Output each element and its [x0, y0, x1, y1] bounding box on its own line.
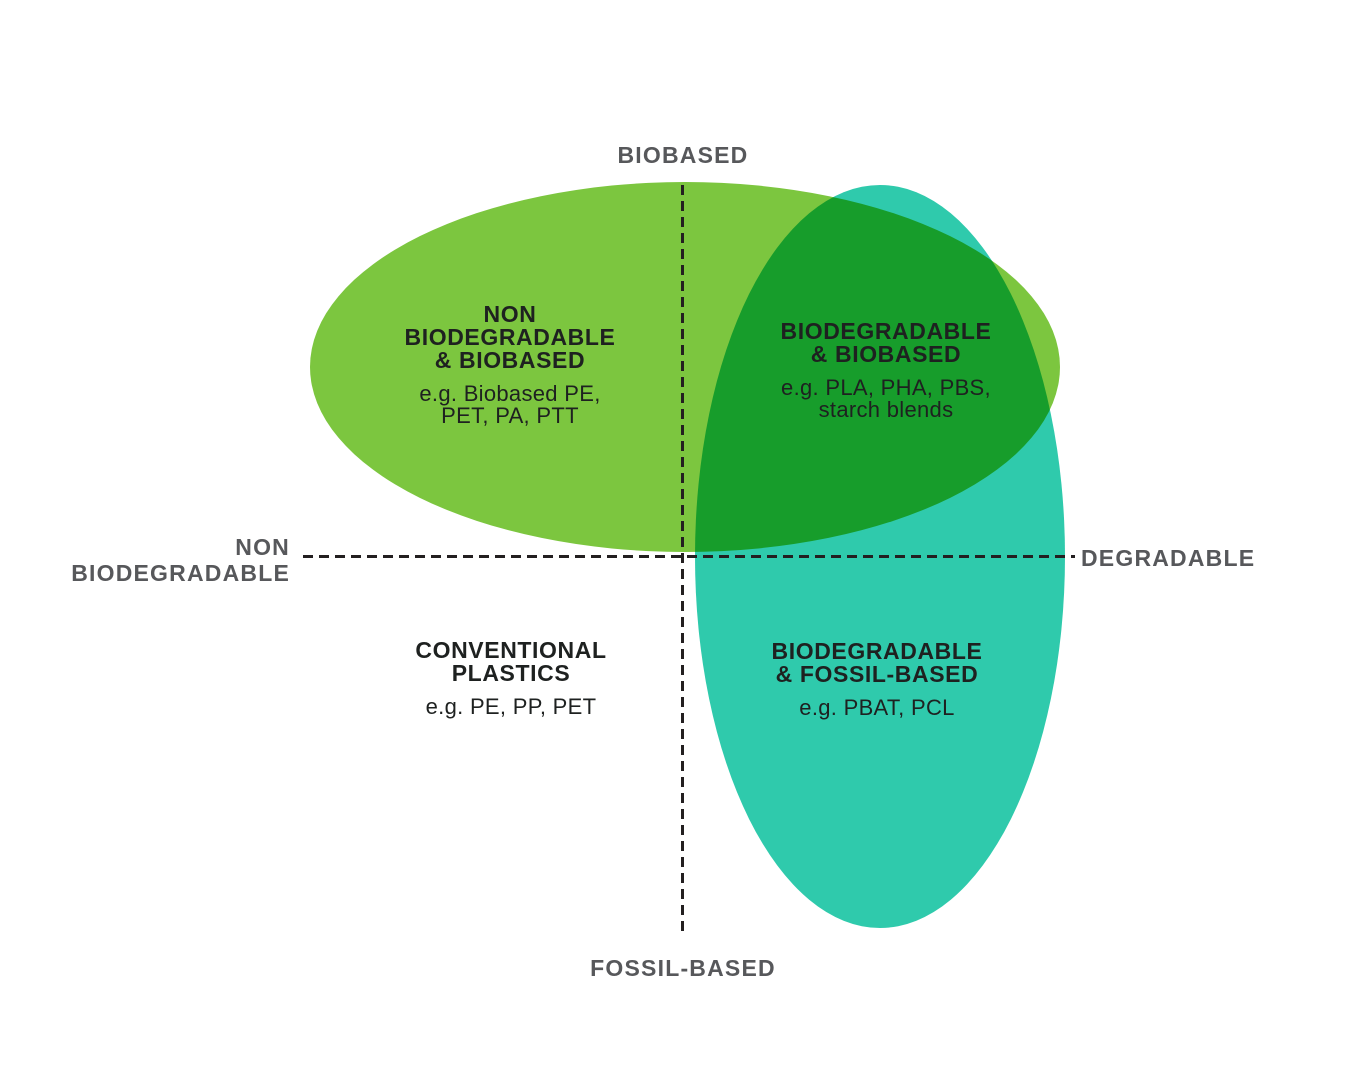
region-title: CONVENTIONAL PLASTICS [415, 639, 606, 685]
region-example-line: e.g. PBAT, PCL [799, 695, 955, 720]
region-title-line: PLASTICS [451, 660, 571, 686]
region-biodegradable-fossil-based: BIODEGRADABLE & FOSSIL-BASED e.g. PBAT, … [772, 640, 983, 719]
vertical-axis-dashed-line [681, 185, 684, 937]
region-title: BIODEGRADABLE & BIOBASED [781, 320, 992, 366]
region-example-line: PET, PA, PTT [441, 403, 579, 428]
region-examples: e.g. PE, PP, PET [415, 696, 606, 718]
region-title-line: CONVENTIONAL [415, 637, 607, 663]
region-title-line: BIODEGRADABLE [780, 318, 992, 344]
axis-label-non-biodegradable-line1: NON [235, 534, 290, 560]
axis-label-degradable: DEGRADABLE [1081, 545, 1256, 571]
region-title-line: BIODEGRADABLE [404, 324, 616, 350]
region-example-line: e.g. Biobased PE, [419, 381, 601, 406]
region-title-line: & BIOBASED [434, 347, 586, 373]
region-title-line: & BIOBASED [810, 341, 962, 367]
region-examples: e.g. PLA, PHA, PBS, starch blends [781, 377, 992, 421]
region-title-line: BIODEGRADABLE [771, 638, 983, 664]
region-example-line: starch blends [818, 397, 954, 422]
axis-label-non-biodegradable: NON BIODEGRADABLE [71, 534, 290, 586]
region-conventional-plastics: CONVENTIONAL PLASTICS e.g. PE, PP, PET [415, 639, 606, 718]
axis-label-non-biodegradable-line2: BIODEGRADABLE [71, 560, 290, 586]
axis-label-biobased: BIOBASED [617, 142, 749, 168]
region-title-line: NON [483, 301, 537, 327]
horizontal-axis-dashed-line [303, 555, 1075, 558]
region-title: NON BIODEGRADABLE & BIOBASED [405, 303, 616, 372]
region-examples: e.g. PBAT, PCL [772, 697, 983, 719]
region-example-line: e.g. PE, PP, PET [425, 694, 597, 719]
region-example-line: e.g. PLA, PHA, PBS, [781, 375, 991, 400]
axis-label-fossil-based: FOSSIL-BASED [590, 955, 776, 981]
region-title: BIODEGRADABLE & FOSSIL-BASED [772, 640, 983, 686]
region-title-line: & FOSSIL-BASED [775, 661, 979, 687]
region-examples: e.g. Biobased PE, PET, PA, PTT [405, 383, 616, 427]
region-biodegradable-biobased: BIODEGRADABLE & BIOBASED e.g. PLA, PHA, … [781, 320, 992, 421]
region-non-biodegradable-biobased: NON BIODEGRADABLE & BIOBASED e.g. Biobas… [405, 303, 616, 427]
